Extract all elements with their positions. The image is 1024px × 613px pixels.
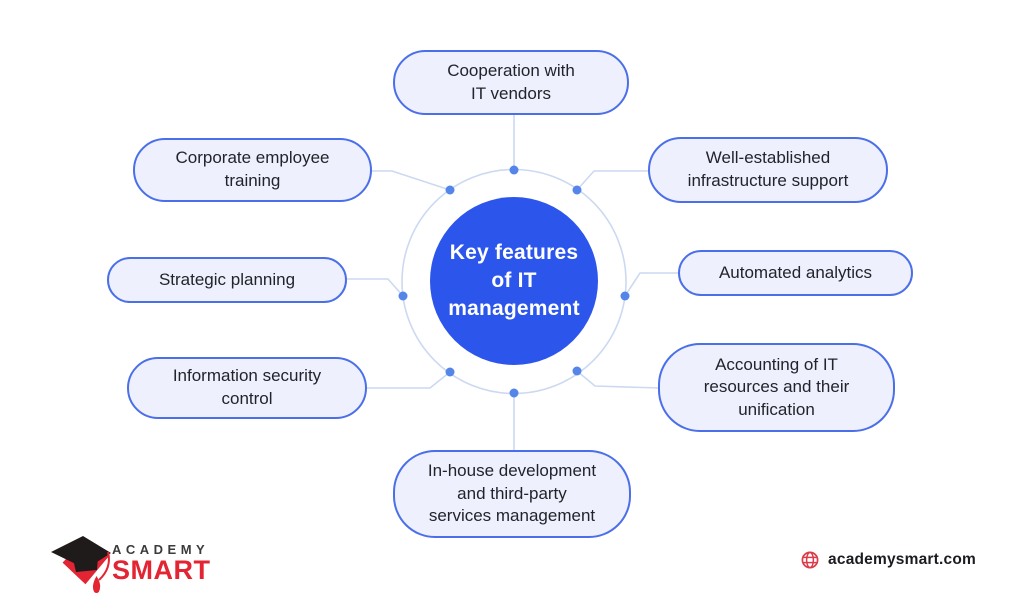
feature-node-automated-analytics: Automated analytics xyxy=(678,250,913,296)
center-node: Key features of IT management xyxy=(430,197,598,365)
connection-dot-top xyxy=(509,165,519,175)
connector-line-right xyxy=(624,272,679,297)
connector-line-bottom-left xyxy=(366,371,451,389)
graduation-cap-icon xyxy=(51,536,111,593)
connection-dot-bottom-right xyxy=(572,366,582,376)
feature-node-label: Strategic planning xyxy=(158,269,296,289)
connector-line-left xyxy=(347,278,404,297)
logo-word-smart: SMART xyxy=(112,555,211,585)
connector-line-top-left xyxy=(371,170,451,191)
academy-smart-logo: ACADEMY SMART xyxy=(50,528,225,603)
feature-node-label: Automated analytics xyxy=(718,262,873,282)
connection-dot-right xyxy=(620,291,630,301)
feature-node-in-house-development: In-house development and third-party ser… xyxy=(393,450,631,538)
connection-dot-top-right xyxy=(572,185,582,195)
feature-node-strategic-planning: Strategic planning xyxy=(107,257,347,303)
feature-node-label: Corporate employee training xyxy=(175,148,330,190)
feature-node-label: Accounting of IT resources and their uni… xyxy=(703,354,850,419)
connection-dot-top-left xyxy=(445,185,455,195)
feature-node-infrastructure-support: Well-established infrastructure support xyxy=(648,137,888,203)
feature-node-corporate-training: Corporate employee training xyxy=(133,138,372,202)
website-link: academysmart.com xyxy=(801,551,976,569)
connector-line-bottom-right xyxy=(576,370,660,389)
connection-dot-bottom-left xyxy=(445,367,455,377)
logo-wordmark: ACADEMY SMART xyxy=(112,543,211,584)
feature-node-information-security: Information security control xyxy=(127,357,367,419)
website-url: academysmart.com xyxy=(828,551,976,568)
connection-dot-left xyxy=(398,291,408,301)
feature-node-label: Well-established infrastructure support xyxy=(687,148,849,190)
feature-node-it-resources-accounting: Accounting of IT resources and their uni… xyxy=(658,343,895,432)
feature-node-label: Cooperation with IT vendors xyxy=(447,60,575,103)
connection-dot-bottom xyxy=(509,388,519,398)
feature-node-label: In-house development and third-party ser… xyxy=(427,461,597,526)
feature-node-cooperation: Cooperation with IT vendors xyxy=(393,50,629,115)
globe-icon xyxy=(801,551,819,569)
feature-node-label: Information security control xyxy=(172,366,322,408)
logo-word-academy: ACADEMY xyxy=(112,542,210,557)
connector-line-top-right xyxy=(576,170,650,191)
center-node-label: Key features of IT management xyxy=(448,241,580,320)
